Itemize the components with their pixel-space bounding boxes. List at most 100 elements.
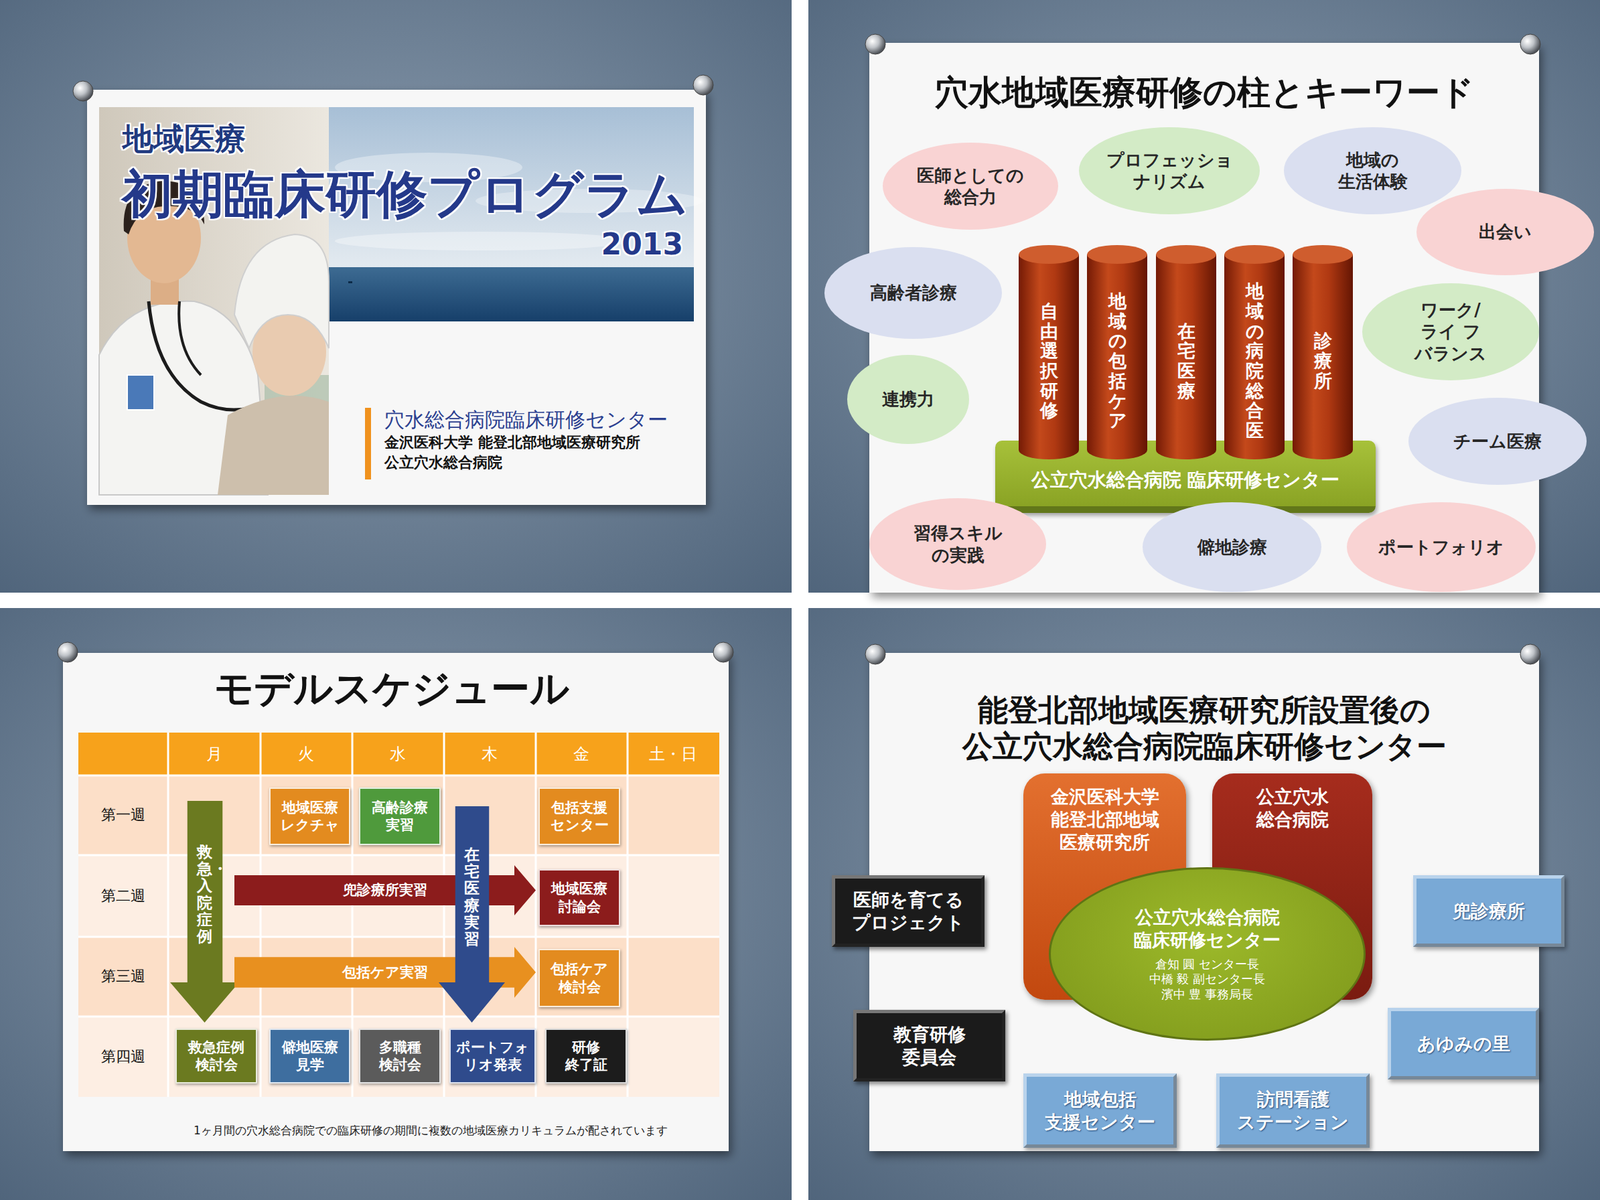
schedule-box: 包括支援 センター	[538, 787, 621, 846]
schedule-grid	[78, 732, 720, 1098]
node-text: 兜診療所	[1452, 900, 1525, 923]
slide-heading: モデルスケジュール	[214, 665, 570, 713]
pillar-cap	[1086, 245, 1148, 264]
arrow-body	[170, 801, 240, 1023]
schedule-grid	[78, 775, 720, 856]
node-text-group: 地域医療 討論会	[551, 880, 608, 916]
node-text-group: 地域医療 レクチャ	[280, 798, 340, 835]
right-arrow: 兜診療所実習	[234, 865, 536, 916]
node-text: ワーク/ライ フ バランス	[1414, 299, 1487, 366]
pillar: 診療所	[1292, 245, 1353, 460]
node-text-group: 包括ケア 検討会	[550, 960, 609, 996]
training-center-oval: 公立穴水総合病院 臨床研修センター倉知 圓 センター長中橋 毅 副センター長濱中…	[1048, 867, 1366, 1041]
node-text: 習得スキル の実践	[913, 522, 1003, 566]
push-pin	[57, 34, 1541, 665]
keyword-bubble: 連携力	[847, 354, 970, 445]
keyword-bubble: チーム医療	[1408, 397, 1587, 485]
node-text: 地域包括 支援センター	[1044, 1088, 1156, 1134]
node-text-group: 僻地診療	[1197, 536, 1268, 559]
pillar: 自由選択研修	[1018, 245, 1079, 460]
paper-card	[62, 42, 1540, 1152]
schedule-grid	[351, 732, 354, 1098]
node-text: 公立穴水 総合病院	[1256, 785, 1329, 832]
doctor-photo	[217, 395, 329, 495]
program-title: 初期臨床研修プログラム	[121, 163, 689, 225]
schedule-note: 1ヶ月間の穴水総合病院での臨床研修の期間に複数の地域医療カリキュラムが配されてい…	[193, 1123, 668, 1138]
program-year: 2013	[601, 227, 684, 263]
node-text-group: 包括ケア実習	[342, 963, 428, 982]
schedule-grid	[78, 732, 720, 776]
partner-box: 兜診療所	[1413, 875, 1565, 948]
node-text: 高齢者診療	[869, 281, 958, 305]
node-text-group: 兜診療所実習	[342, 881, 428, 899]
push-pin	[73, 81, 94, 102]
pillar-cap	[1018, 245, 1079, 264]
weekday-header: 金	[573, 744, 590, 765]
node-text-group: 高齢診療 実習	[371, 798, 428, 835]
node-text: 医師としての 総合力	[916, 164, 1025, 209]
panel-ground	[0, 0, 792, 593]
node-text-group: 公立穴水総合病院 臨床研修センター	[1031, 468, 1341, 492]
keyword-bubble: 高齢者診療	[824, 247, 1002, 339]
node-text-group: 地域の包括ケア	[1108, 291, 1127, 431]
node-text: 出会い	[1478, 221, 1532, 244]
node-text: 地域の 生活体験	[1338, 149, 1408, 193]
panel-ground	[808, 0, 1600, 593]
node-text-group: 僻地医療 見学	[281, 1038, 339, 1075]
node-text: 救急症例 検討会	[188, 1038, 245, 1075]
sea-photo	[348, 281, 353, 284]
node-text: 包括ケア 検討会	[550, 960, 609, 996]
keyword-bubble: ワーク/ライ フ バランス	[1362, 283, 1540, 381]
paper-card	[62, 652, 729, 1152]
node-text-group: 包括支援 センター	[550, 798, 609, 835]
node-text: 訪問看護 ステーション	[1237, 1088, 1349, 1134]
pillar-body	[1292, 254, 1353, 460]
node-text-group: あゆみの里	[1417, 1032, 1511, 1056]
node-text-group: チーム医療	[1453, 430, 1542, 453]
node-text: 僻地診療	[1197, 536, 1268, 559]
committee-box: 教育研修 委員会	[853, 1009, 1006, 1082]
node-text-group: ワーク/ライ フ バランス	[1414, 299, 1487, 366]
keyword-bubble: 僻地診療	[1142, 502, 1322, 593]
node-text-group: 地域の 生活体験	[1338, 149, 1408, 193]
doctor-photo	[178, 301, 201, 376]
affiliation: 金沢医科大学 能登北部地域医療研究所	[384, 433, 641, 452]
pillar: 在宅医療	[1155, 245, 1217, 460]
pillar-cap	[1155, 245, 1217, 264]
pillar-cap	[1224, 245, 1285, 264]
pillar-cap	[1292, 245, 1353, 264]
node-text: 医師を育てる プロジェクト	[851, 888, 965, 935]
node-text: ポートフォリオ	[1378, 536, 1505, 559]
schedule-grid	[259, 732, 262, 1098]
node-text: 公立穴水総合病院 臨床研修センター	[1133, 906, 1281, 952]
schedule-grid	[78, 854, 720, 857]
committee-box: 医師を育てる プロジェクト	[831, 875, 985, 948]
node-text: 地域の包括ケア	[1108, 291, 1127, 431]
week-label: 第一週	[101, 806, 146, 824]
partner-box: 訪問看護 ステーション	[1216, 1073, 1370, 1148]
pillar-body	[1155, 254, 1217, 460]
node-text-group: 在宅医療	[1177, 321, 1196, 402]
node-text-group: 出会い	[1478, 221, 1532, 244]
doctor-photo	[127, 375, 155, 410]
schedule-grid	[78, 936, 720, 1017]
affiliation: 公立穴水総合病院	[384, 454, 503, 472]
node-text-group: 教育研修 委員会	[893, 1023, 966, 1069]
keyword-bubble: 地域の 生活体験	[1283, 127, 1462, 215]
schedule-grid	[78, 1015, 720, 1018]
down-arrow: 救急・入院症例	[170, 801, 240, 1023]
node-text-group: 訪問看護 ステーション	[1237, 1088, 1349, 1134]
schedule-box: 救急症例 検討会	[175, 1028, 258, 1084]
node-text-group: 自由選択研修	[1040, 301, 1059, 421]
node-text-group: 習得スキル の実践	[913, 522, 1003, 566]
schedule-grid	[78, 732, 720, 1098]
node-text-group: 診療所	[1314, 330, 1333, 391]
node-text-group: 地域包括 支援センター	[1044, 1088, 1156, 1134]
push-pin	[693, 75, 714, 96]
keyword-bubble: 習得スキル の実践	[869, 498, 1047, 591]
node-text-group: 高齢者診療	[869, 281, 958, 305]
doctor-photo	[234, 234, 329, 349]
panel-ground	[0, 608, 792, 1200]
accent-bar	[365, 407, 372, 480]
